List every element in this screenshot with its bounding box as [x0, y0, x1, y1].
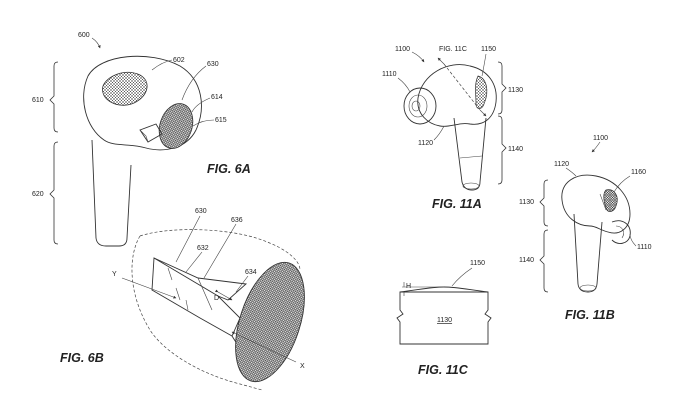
- mesh-grille-6a: [102, 72, 147, 105]
- label-1130-11c: 1130: [437, 317, 452, 324]
- leader-636: [204, 224, 236, 278]
- label-600: 600: [78, 32, 90, 39]
- leader-615: [193, 120, 214, 126]
- label-610: 610: [32, 97, 44, 104]
- leader-1100-11b: [592, 142, 600, 152]
- label-1140-11b: 1140: [519, 257, 534, 264]
- label-632: 632: [197, 245, 209, 252]
- stem-end-11a: [463, 183, 479, 189]
- stem-end-11b: [580, 285, 596, 291]
- sensor-strip-11a: [476, 76, 487, 109]
- label-634: 634: [245, 269, 257, 276]
- bracket-610: [50, 62, 58, 132]
- label-630-6a: 630: [207, 61, 219, 68]
- label-1130-11b: 1130: [519, 199, 534, 206]
- bracket-1140-11a: [498, 116, 506, 184]
- label-h: H: [406, 283, 411, 290]
- label-1110-11b: 1110: [637, 244, 652, 251]
- caption-fig-6a: FIG. 6A: [207, 162, 251, 176]
- leader-600: [92, 38, 100, 48]
- label-1150-11c: 1150: [470, 260, 485, 267]
- label-620: 620: [32, 191, 44, 198]
- earbud-head-11b: [562, 175, 630, 233]
- leader-1120-11b: [566, 168, 576, 176]
- leader-1100-11a: [412, 52, 424, 62]
- label-615: 615: [215, 117, 227, 124]
- bracket-1130-11a: [498, 62, 506, 114]
- label-614: 614: [211, 94, 223, 101]
- label-630-6b: 630: [195, 208, 207, 215]
- section-arrow-bottom: [480, 110, 486, 116]
- figure-6a: 610 620 600 602 630 614 615 FIG. 6A: [32, 32, 251, 246]
- label-1100-11b: 1100: [593, 135, 608, 142]
- leader-1110-11a: [398, 78, 410, 92]
- figure-11b: 1130 1140 1100 1120 1160 1110 FIG. 11B: [519, 135, 652, 322]
- stem-band-11a: [460, 156, 482, 158]
- earbud-stem-6a: [92, 140, 131, 246]
- leader-1110-11b: [630, 234, 636, 246]
- label-d: D: [214, 295, 219, 302]
- figure-11a: 1130 1140 1100 FIG. 11C 1150 1110 1120 F…: [382, 46, 523, 211]
- ear-tip-core-11a: [412, 101, 420, 111]
- caption-fig-11a: FIG. 11A: [432, 197, 482, 211]
- bracket-1140-11b: [540, 230, 548, 292]
- leader-630-6a: [182, 66, 206, 100]
- axis-x-label: X: [300, 363, 305, 370]
- prism-shading-6b: [168, 268, 188, 310]
- label-1120-11b: 1120: [554, 161, 569, 168]
- label-1160: 1160: [631, 169, 646, 176]
- section-bump-11c: [400, 287, 488, 292]
- sensor-strip-11b: [604, 190, 618, 212]
- caption-fig-6b: FIG. 6B: [60, 351, 104, 365]
- caption-fig-11c: FIG. 11C: [418, 363, 469, 377]
- axis-y-arrow: [122, 278, 176, 298]
- label-1140-11a: 1140: [508, 146, 523, 153]
- bracket-620: [50, 142, 58, 244]
- ear-tip-11b: [612, 221, 630, 244]
- label-1120-11a: 1120: [418, 140, 433, 147]
- section-line-11a: [444, 64, 480, 110]
- leader-632: [186, 252, 202, 272]
- earbud-stem-11a: [454, 118, 486, 190]
- label-1150-11a: 1150: [481, 46, 496, 53]
- label-636: 636: [231, 217, 243, 224]
- label-fig11c-ref: FIG. 11C: [439, 46, 467, 53]
- caption-fig-11b: FIG. 11B: [565, 308, 615, 322]
- axis-y-label: Y: [112, 271, 117, 278]
- figure-6b: Y X D 630 636 632 634 FIG. 6B: [60, 208, 318, 390]
- bracket-1130-11b: [540, 180, 548, 226]
- sensor-mesh-6a: [154, 99, 199, 153]
- leader-1120-11a: [434, 126, 444, 140]
- leader-1160: [614, 176, 630, 192]
- label-1130-11a: 1130: [508, 87, 523, 94]
- figure-11c: H 1150 1130 FIG. 11C: [397, 260, 491, 377]
- label-1100-11a: 1100: [395, 46, 410, 53]
- prism-edge-6b: [198, 278, 212, 310]
- label-1110-11a: 1110: [382, 71, 397, 78]
- leader-630-6b: [176, 216, 200, 262]
- section-arrow-top: [438, 58, 444, 64]
- label-602: 602: [173, 57, 185, 64]
- prism-top-6b: [154, 258, 246, 300]
- leader-1150-11c: [452, 268, 472, 286]
